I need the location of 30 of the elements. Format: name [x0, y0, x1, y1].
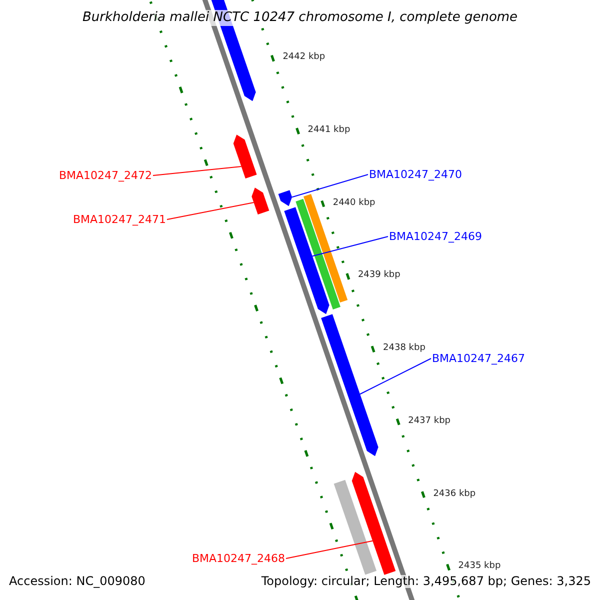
- scale-label: 2437 kbp: [408, 414, 451, 428]
- info-text: Accession: NC_009080: [9, 575, 146, 588]
- gene-label: BMA10247_2467: [432, 352, 526, 365]
- scale-label: 2441 kbp: [308, 124, 350, 138]
- gene-label: BMA10247_2468: [192, 552, 286, 565]
- gene-block: [321, 314, 378, 456]
- scale-label: 2436 kbp: [433, 488, 476, 501]
- gene-segment: [334, 480, 377, 575]
- scale-label: 2442 kbp: [282, 51, 326, 64]
- gene-label: BMA10247_2469: [389, 230, 482, 243]
- leader-line: [286, 540, 374, 559]
- gene-block: [278, 190, 292, 206]
- leader-line: [152, 166, 242, 176]
- gene-label: BMA10247_2472: [59, 169, 152, 182]
- scale-label: 2438 kbp: [383, 342, 426, 356]
- scale-label: 2439 kbp: [358, 269, 400, 282]
- gene-block: [252, 188, 270, 215]
- gene-label: BMA10247_2471: [73, 213, 166, 226]
- gene-block: [352, 472, 396, 575]
- leader-line: [360, 358, 432, 395]
- gene-block: [233, 134, 257, 179]
- leader-line: [166, 202, 254, 220]
- title: Burkholderia mallei NCTC 10247 chromosome I, complete genome: [82, 10, 518, 26]
- scale-label: 2440 kbp: [332, 196, 376, 210]
- leader-line: [312, 236, 388, 257]
- leader-line: [292, 174, 368, 198]
- scale-label: 2435 kbp: [458, 560, 501, 574]
- gene-block: [284, 207, 330, 314]
- gene-label: BMA10247_2470: [369, 168, 462, 181]
- info-text: Topology: circular; Length: 3,495,687 bp; Genes: 3,325: [261, 575, 591, 588]
